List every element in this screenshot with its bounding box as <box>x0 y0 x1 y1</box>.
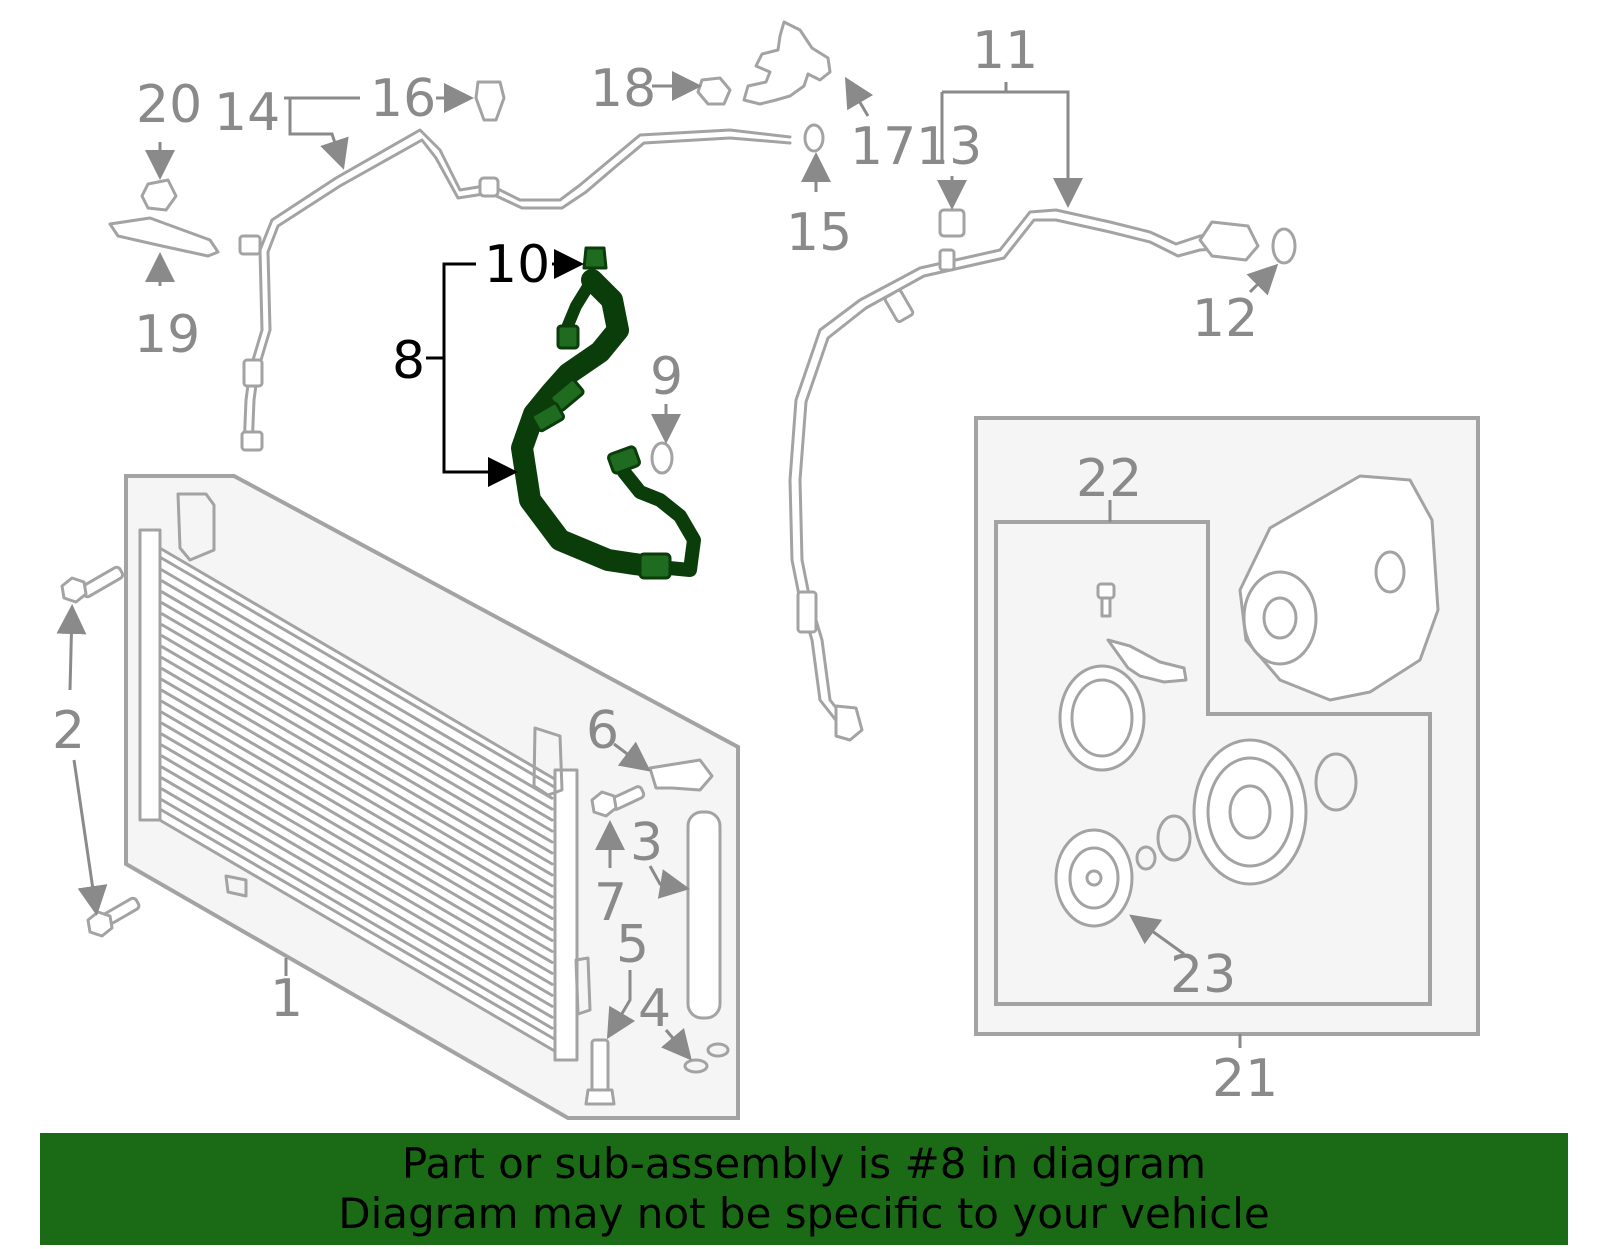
condenser-fin <box>160 634 554 866</box>
bolt-2-upper <box>60 565 125 604</box>
bolt-2-lower <box>86 896 141 938</box>
callout-7: 7 <box>594 873 627 933</box>
bracket-19 <box>108 216 220 258</box>
callout-6: 6 <box>586 701 619 761</box>
clip-18 <box>696 76 732 106</box>
callout-10: 10 <box>484 235 550 295</box>
callout-9: 9 <box>650 347 683 407</box>
suction-line-11 <box>788 208 1260 742</box>
condenser-fin <box>160 678 554 910</box>
hose-assembly-8-highlighted <box>511 269 701 580</box>
callout-15: 15 <box>786 203 852 263</box>
condenser-fin <box>160 743 554 975</box>
clutch-pulley <box>1192 738 1308 886</box>
info-banner: Part or sub-assembly is #8 in diagram Di… <box>40 1133 1568 1245</box>
o-ring-12 <box>1271 227 1297 265</box>
condenser-fin <box>160 601 554 833</box>
condenser-fin <box>160 765 554 997</box>
callout-13: 13 <box>916 117 982 177</box>
callout-20: 20 <box>136 75 202 135</box>
condenser-core <box>138 492 592 1062</box>
callout-12: 12 <box>1192 289 1258 349</box>
clutch-hub-23 <box>1054 828 1134 928</box>
condenser-fin <box>160 721 554 953</box>
condenser-fin <box>160 612 554 844</box>
condenser-fin <box>160 579 554 811</box>
callout-17: 17 <box>850 117 916 177</box>
cap-10 <box>582 246 608 270</box>
o-rings-4 <box>683 1042 730 1074</box>
callout-16: 16 <box>370 69 436 129</box>
callout-4: 4 <box>638 979 671 1039</box>
receiver-drier-3 <box>686 810 722 1020</box>
sensor-16 <box>474 80 506 122</box>
callout-2: 2 <box>52 701 85 761</box>
bracket-6 <box>648 758 714 792</box>
callout-22: 22 <box>1076 449 1142 509</box>
o-ring-15 <box>803 123 825 153</box>
condenser-fin <box>160 623 554 855</box>
bracket-17 <box>742 20 832 106</box>
clutch-coil <box>1058 638 1188 772</box>
condenser-fin <box>160 754 554 986</box>
callout-21: 21 <box>1212 1049 1278 1109</box>
condenser-fin <box>160 732 554 964</box>
condenser-fin <box>160 710 554 943</box>
discharge-line-14 <box>238 128 792 452</box>
condenser-fin <box>160 667 554 899</box>
bolt-7 <box>590 785 646 818</box>
banner-line-2: Diagram may not be specific to your vehi… <box>338 1189 1270 1238</box>
condenser-fin <box>160 568 554 800</box>
condenser-fin <box>160 688 554 921</box>
callout-5: 5 <box>616 915 649 975</box>
callout-1: 1 <box>270 969 303 1029</box>
condenser-fin <box>160 798 554 1030</box>
compressor-body <box>1238 474 1440 702</box>
banner-line-1: Part or sub-assembly is #8 in diagram <box>401 1139 1207 1188</box>
condenser-fin <box>160 656 554 888</box>
plug-5 <box>584 1038 616 1106</box>
callout-3: 3 <box>630 813 663 873</box>
callout-18: 18 <box>590 59 656 119</box>
condenser-fin <box>160 776 554 1008</box>
snap-rings <box>1135 752 1358 871</box>
callout-8: 8 <box>392 331 425 391</box>
leader-lines <box>56 71 1279 1061</box>
condenser-fin <box>160 645 554 877</box>
condenser-fin <box>160 590 554 822</box>
callout-19: 19 <box>134 305 200 365</box>
cap-13 <box>938 208 966 238</box>
o-ring-9 <box>650 441 674 475</box>
clutch-screw <box>1096 582 1116 618</box>
callout-23: 23 <box>1170 945 1236 1005</box>
condenser-fin <box>160 699 554 932</box>
callout-14: 14 <box>214 83 280 143</box>
callout-11: 11 <box>972 21 1038 81</box>
condenser-fin <box>160 787 554 1019</box>
clip-20 <box>140 178 178 212</box>
